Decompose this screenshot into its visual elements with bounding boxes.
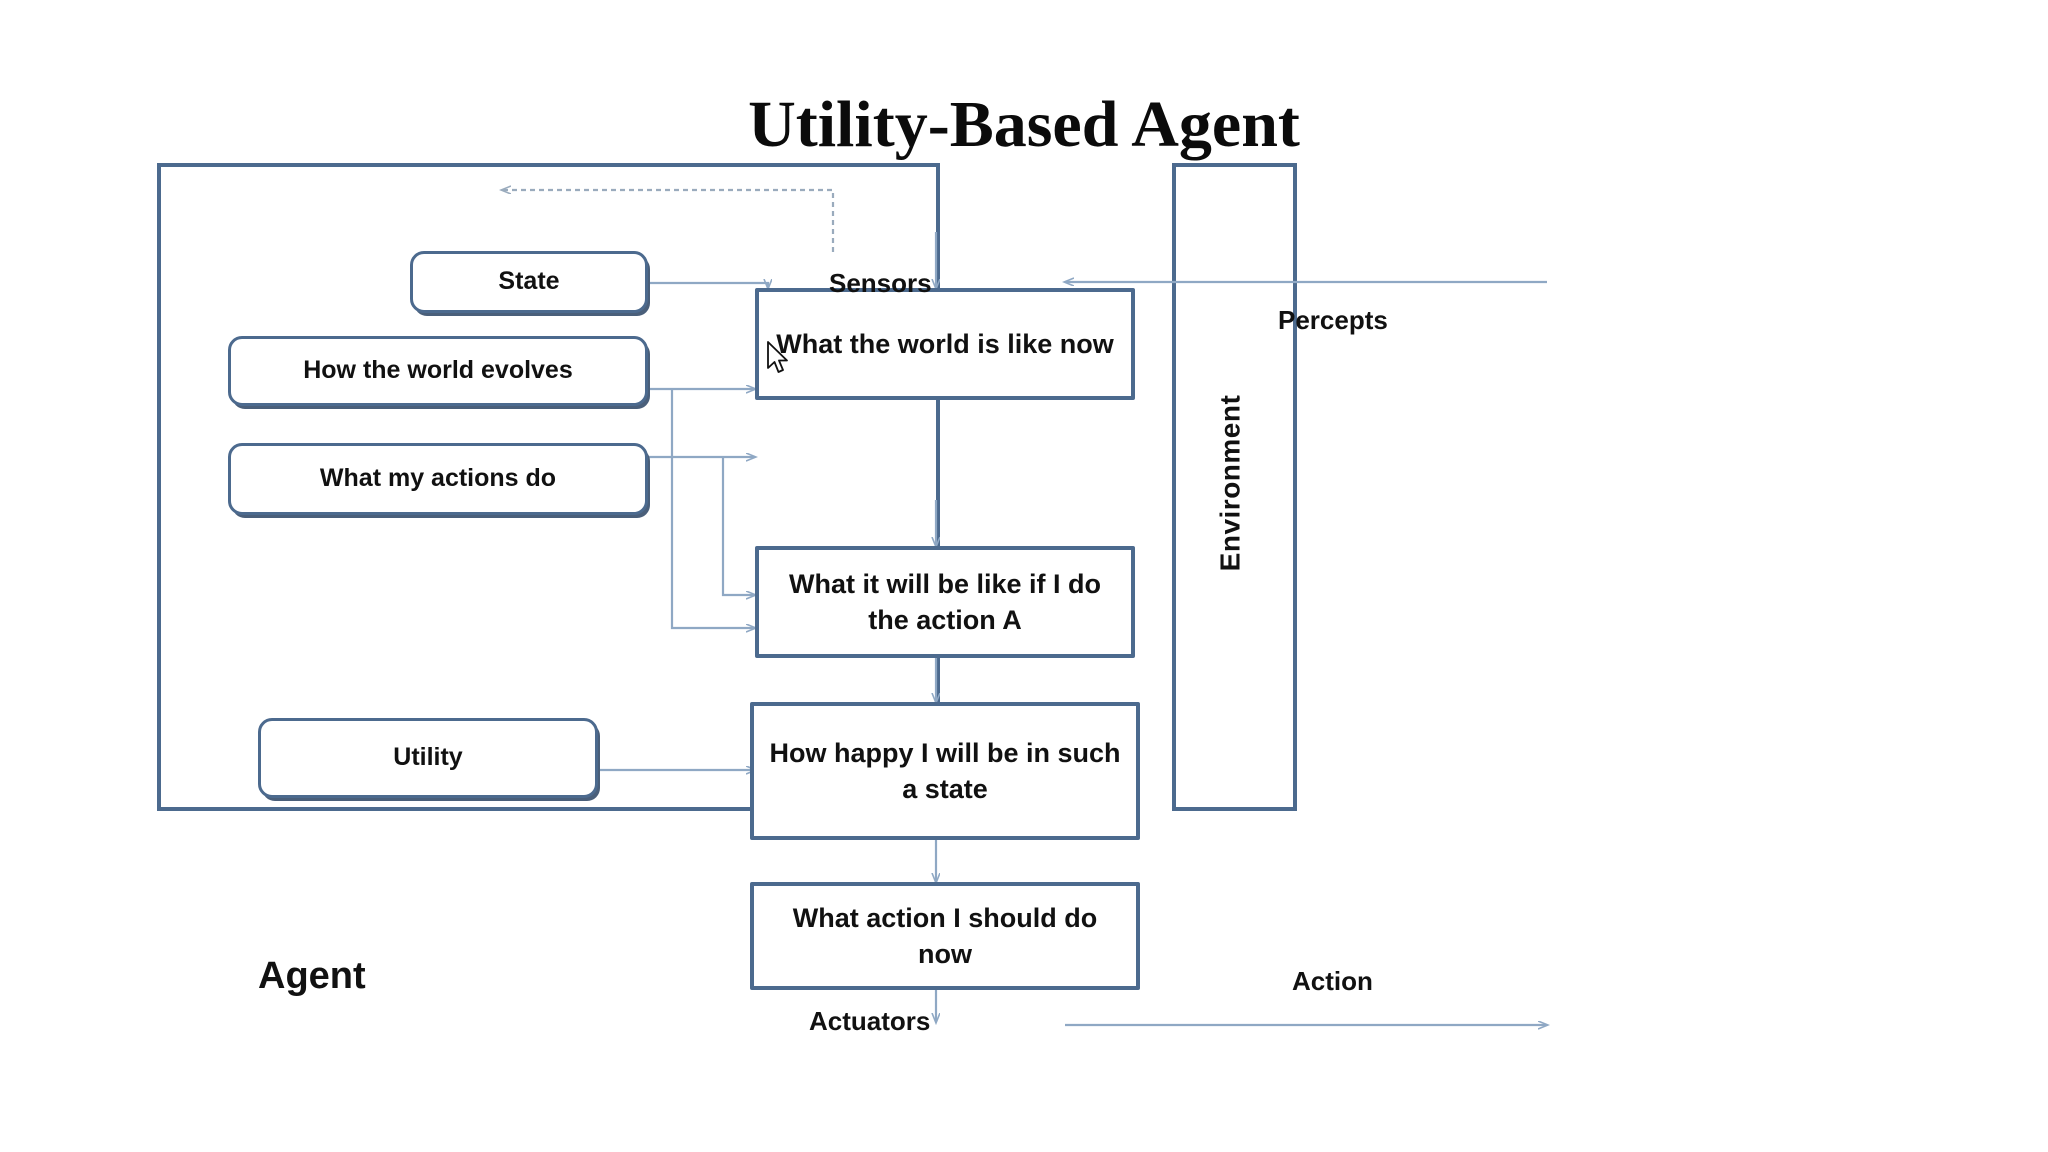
agent-boundary <box>157 163 940 811</box>
process-box-world-after-action-label: What it will be like if I do the action … <box>788 568 1102 635</box>
percepts-label: Percepts <box>1278 305 1388 335</box>
environment-label-text: Environment <box>1214 394 1246 572</box>
knowledge-box-state-label: State <box>498 267 560 296</box>
agent-label: Agent <box>258 955 366 997</box>
knowledge-box-utility[interactable]: Utility <box>258 718 598 798</box>
knowledge-box-how-world-evolves-label: How the world evolves <box>303 356 573 385</box>
page-title: Utility-Based Agent <box>748 88 1300 161</box>
environment-label: Environment <box>1172 163 1289 803</box>
mouse-cursor-icon <box>767 341 788 373</box>
process-box-world-now[interactable]: What the world is like now <box>755 288 1135 400</box>
process-box-how-happy[interactable]: How happy I will be in such a state <box>750 702 1140 840</box>
sensors-label: Sensors <box>829 268 932 298</box>
process-box-how-happy-label: How happy I will be in such a state <box>769 737 1121 804</box>
knowledge-box-what-my-actions-do[interactable]: What my actions do <box>228 443 648 515</box>
actuators-label: Actuators <box>809 1006 931 1036</box>
process-box-world-after-action[interactable]: What it will be like if I do the action … <box>755 546 1135 658</box>
knowledge-box-state[interactable]: State <box>410 251 648 313</box>
process-box-what-action[interactable]: What action I should do now <box>750 882 1140 990</box>
knowledge-box-how-world-evolves[interactable]: How the world evolves <box>228 336 648 406</box>
environment-boundary <box>1172 163 1297 811</box>
action-label: Action <box>1292 966 1373 996</box>
process-box-world-now-label: What the world is like now <box>776 328 1114 359</box>
process-box-what-action-label: What action I should do now <box>792 902 1098 969</box>
knowledge-box-utility-label: Utility <box>393 743 463 772</box>
knowledge-box-what-my-actions-do-label: What my actions do <box>319 464 557 493</box>
